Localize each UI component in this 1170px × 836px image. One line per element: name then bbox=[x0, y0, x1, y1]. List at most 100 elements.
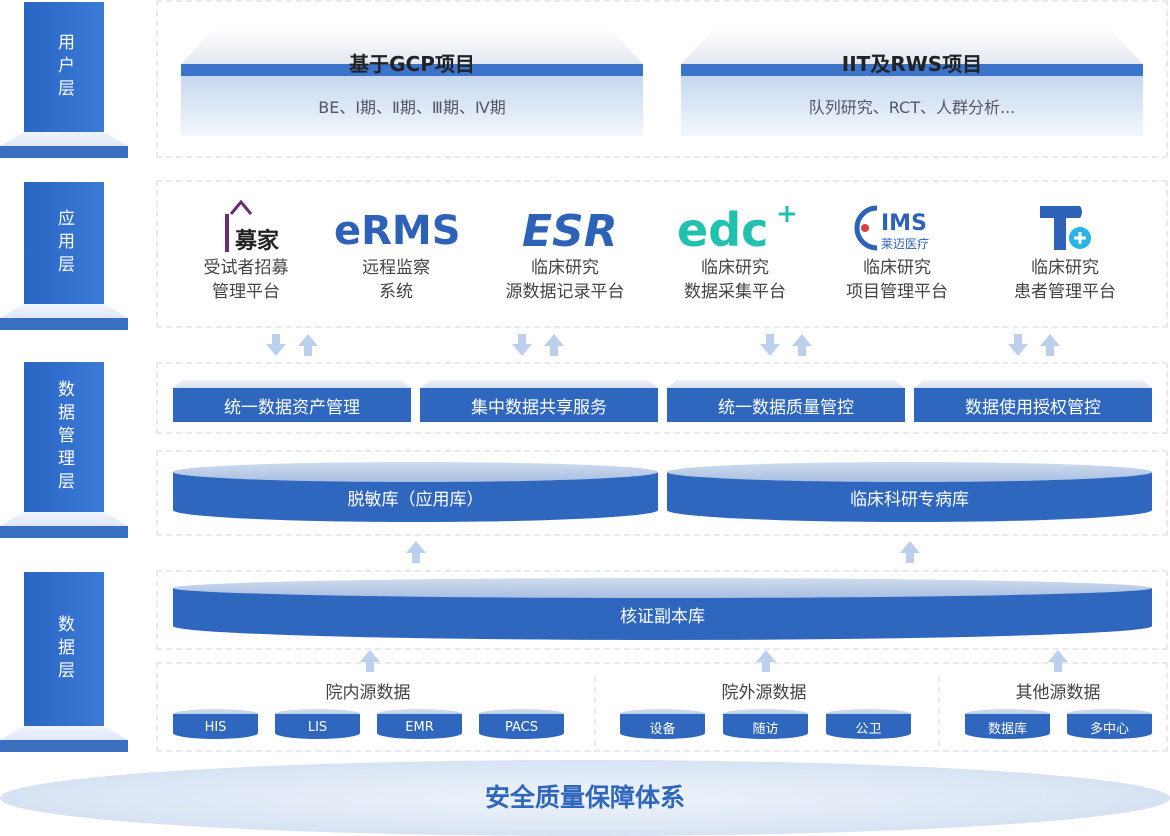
app-layer-zone bbox=[156, 180, 1168, 328]
deid-library-label: 脱敏库（应用库） bbox=[173, 472, 658, 522]
source-item-label: 多中心 bbox=[1067, 714, 1152, 739]
iit-project-title: IIT及RWS项目 bbox=[841, 52, 983, 76]
core-zone bbox=[156, 570, 1168, 650]
library-zone bbox=[156, 450, 1168, 536]
up-arrow-icon bbox=[1040, 334, 1060, 356]
up-arrow-icon bbox=[900, 541, 920, 563]
app-name-line1: 受试者招募 bbox=[203, 258, 289, 278]
tplus-logo-icon bbox=[990, 200, 1140, 256]
up-arrow-icon bbox=[1048, 650, 1068, 672]
up-arrow-icon bbox=[544, 334, 564, 356]
mgmt-quality-label: 统一数据质量管控 bbox=[667, 388, 905, 422]
gcp-project-desc: BE、Ⅰ期、Ⅱ期、Ⅲ期、Ⅳ期 bbox=[181, 76, 643, 136]
layer-base bbox=[0, 304, 128, 330]
app-name-line2: 数据采集平台 bbox=[684, 282, 786, 302]
cims-logo-text: IMS bbox=[881, 211, 927, 236]
app-recruitment[interactable]: 募家 受试者招募 管理平台 bbox=[171, 200, 321, 304]
footer-platform bbox=[0, 760, 1170, 836]
iit-project-box: 队列研究、RCT、人群分析... IIT及RWS项目 bbox=[681, 28, 1143, 136]
up-arrow-icon bbox=[406, 541, 426, 563]
source-item-label: LIS bbox=[275, 714, 360, 739]
mgmt-asset-label: 统一数据资产管理 bbox=[173, 388, 411, 422]
gcp-project-title: 基于GCP项目 bbox=[349, 52, 475, 76]
app-name-line2: 系统 bbox=[379, 282, 413, 302]
down-arrow-icon bbox=[760, 334, 780, 356]
app-patient-management[interactable]: 临床研究 患者管理平台 bbox=[990, 200, 1140, 304]
up-arrow-icon bbox=[298, 334, 318, 356]
edc-logo-text: edc bbox=[677, 203, 768, 256]
source-item-database[interactable]: 数据库 bbox=[965, 709, 1050, 739]
layer-base bbox=[0, 132, 128, 158]
layer-base bbox=[0, 726, 128, 752]
source-divider bbox=[594, 676, 596, 746]
down-arrow-icon bbox=[512, 334, 532, 356]
down-arrow-icon bbox=[266, 334, 286, 356]
source-item-label: 公卫 bbox=[826, 714, 911, 739]
app-project-management[interactable]: IMS 莱迈医疗 临床研究 项目管理平台 bbox=[822, 200, 972, 304]
app-name-line2: 源数据记录平台 bbox=[505, 282, 625, 302]
layer-label-data: 数据层 bbox=[24, 572, 104, 726]
layer-label-user: 用户层 bbox=[24, 2, 104, 132]
mgmt-quality[interactable]: 统一数据质量管控 bbox=[667, 380, 905, 422]
mgmt-authorization-label: 数据使用授权管控 bbox=[914, 388, 1152, 422]
app-name-line1: 临床研究 bbox=[1031, 258, 1099, 278]
cims-logo-icon: IMS 莱迈医疗 bbox=[822, 200, 972, 256]
inner-source-label: 院内源数据 bbox=[325, 683, 411, 703]
source-divider bbox=[938, 676, 940, 746]
source-item-multicenter[interactable]: 多中心 bbox=[1067, 709, 1152, 739]
mgmt-layer-zone bbox=[156, 362, 1168, 434]
up-arrow-icon bbox=[360, 650, 380, 672]
mgmt-asset[interactable]: 统一数据资产管理 bbox=[173, 380, 411, 422]
core-copy-library[interactable]: 核证副本库 bbox=[173, 578, 1152, 640]
footer-title: 安全质量保障体系 bbox=[484, 783, 685, 812]
user-layer-zone bbox=[156, 0, 1168, 158]
mgmt-sharing-label: 集中数据共享服务 bbox=[420, 388, 658, 422]
app-remote-monitoring[interactable]: eRMS 远程监察 系统 bbox=[321, 200, 471, 304]
source-item-device[interactable]: 设备 bbox=[620, 709, 705, 739]
esr-logo-icon: ESR bbox=[490, 200, 640, 256]
cims-logo-subtext: 莱迈医疗 bbox=[881, 237, 929, 251]
iit-project-desc: 队列研究、RCT、人群分析... bbox=[681, 76, 1143, 136]
app-source-data[interactable]: ESR 临床研究 源数据记录平台 bbox=[490, 200, 640, 304]
layer-base bbox=[0, 512, 128, 538]
app-name-line1: 临床研究 bbox=[863, 258, 931, 278]
layer-label-data-mgmt: 数据管理层 bbox=[24, 362, 104, 512]
source-item-emr[interactable]: EMR bbox=[377, 709, 462, 739]
app-data-capture[interactable]: edc 临床研究 数据采集平台 bbox=[660, 200, 810, 304]
source-item-label: 设备 bbox=[620, 714, 705, 739]
layer-label-app: 应用层 bbox=[24, 182, 104, 304]
source-item-pacs[interactable]: PACS bbox=[479, 709, 564, 739]
source-item-label: EMR bbox=[377, 714, 462, 739]
mgmt-sharing[interactable]: 集中数据共享服务 bbox=[420, 380, 658, 422]
up-arrow-icon bbox=[756, 650, 776, 672]
down-arrow-icon bbox=[1008, 334, 1028, 356]
source-zone bbox=[156, 662, 1168, 752]
mgmt-authorization[interactable]: 数据使用授权管控 bbox=[914, 380, 1152, 422]
app-name-line2: 管理平台 bbox=[212, 282, 280, 302]
mumu-logo-icon: 募家 bbox=[171, 200, 321, 256]
app-name-line1: 远程监察 bbox=[362, 258, 430, 278]
source-item-label: PACS bbox=[479, 714, 564, 739]
disease-library[interactable]: 临床科研专病库 bbox=[667, 462, 1152, 522]
outer-source-label: 院外源数据 bbox=[721, 683, 807, 703]
source-item-followup[interactable]: 随访 bbox=[723, 709, 808, 739]
mumu-logo-text: 募家 bbox=[234, 228, 280, 254]
source-item-label: HIS bbox=[173, 714, 258, 739]
edc-logo-icon: edc bbox=[660, 200, 810, 256]
source-item-public-health[interactable]: 公卫 bbox=[826, 709, 911, 739]
source-item-lis[interactable]: LIS bbox=[275, 709, 360, 739]
app-name-line1: 临床研究 bbox=[701, 258, 769, 278]
erms-logo-icon: eRMS bbox=[321, 200, 471, 256]
source-item-label: 随访 bbox=[723, 714, 808, 739]
up-arrow-icon bbox=[792, 334, 812, 356]
app-name-line1: 临床研究 bbox=[531, 258, 599, 278]
source-item-label: 数据库 bbox=[965, 714, 1050, 739]
other-source-label: 其他源数据 bbox=[1015, 683, 1101, 703]
app-name-line2: 项目管理平台 bbox=[846, 282, 948, 302]
source-item-his[interactable]: HIS bbox=[173, 709, 258, 739]
esr-logo-text: ESR bbox=[522, 206, 618, 256]
deid-library[interactable]: 脱敏库（应用库） bbox=[173, 462, 658, 522]
erms-logo-text: eRMS bbox=[334, 208, 461, 254]
app-name-line2: 患者管理平台 bbox=[1014, 282, 1116, 302]
gcp-project-box: BE、Ⅰ期、Ⅱ期、Ⅲ期、Ⅳ期 基于GCP项目 bbox=[181, 28, 643, 136]
